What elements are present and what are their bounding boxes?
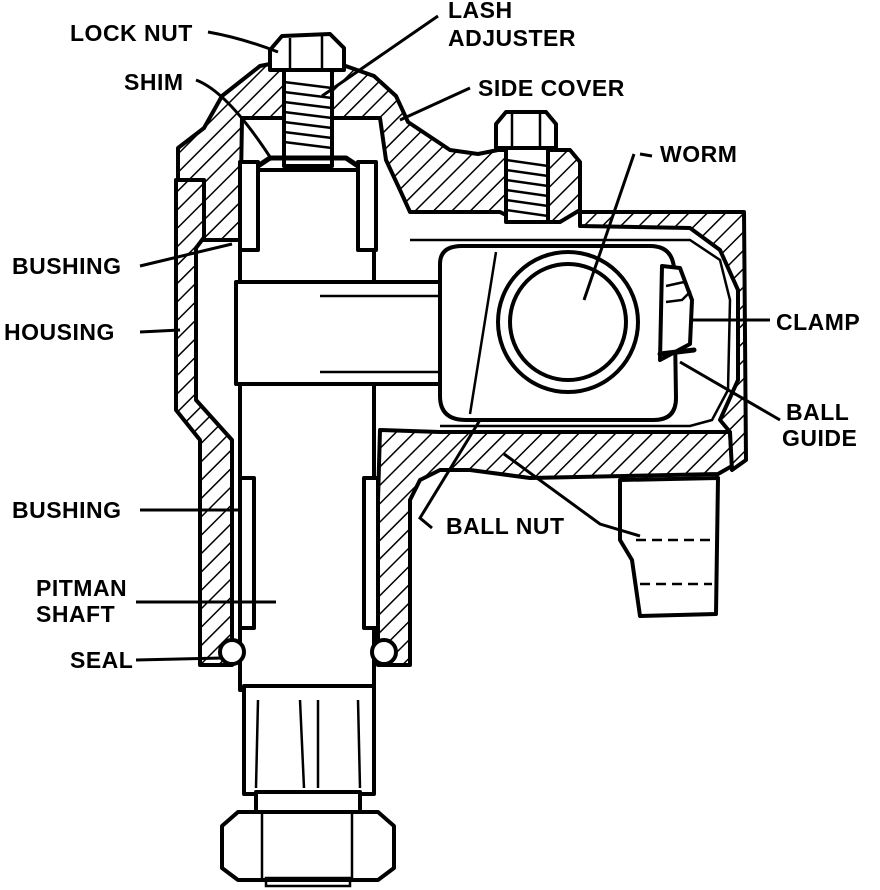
leader-ball-guide: [679, 360, 781, 422]
label-side-cover: SIDE COVER: [478, 75, 625, 101]
label-ball-guide-1: BALL: [786, 399, 849, 425]
leader-seal: [135, 656, 223, 662]
label-bushing-upper: BUSHING: [12, 253, 122, 279]
label-lash-adjuster-2: ADJUSTER: [448, 25, 576, 51]
leader-lines: [135, 14, 781, 662]
housing-left-wall: [174, 178, 234, 667]
label-bushing-lower: BUSHING: [12, 497, 122, 523]
leader-worm-top: [639, 152, 653, 158]
leader-bushing-upper: [139, 242, 233, 268]
side-cover-bolt: [494, 110, 558, 224]
label-clamp: CLAMP: [776, 309, 860, 335]
label-shim: SHIM: [124, 69, 184, 95]
leader-lock-nut: [207, 30, 279, 54]
label-lash-adjuster-1: LASH: [448, 0, 513, 23]
label-lock-nut: LOCK NUT: [70, 20, 193, 46]
label-ball-guide-2: GUIDE: [782, 425, 857, 451]
label-worm: WORM: [660, 141, 737, 167]
ball-guide: [658, 264, 694, 362]
label-ball-nut: BALL NUT: [446, 513, 565, 539]
leader-lash-adjuster: [321, 14, 439, 98]
leader-worm: [582, 153, 636, 301]
worm-shaft: [508, 262, 628, 382]
lock-nut: [268, 32, 346, 72]
ball-nut: [438, 244, 697, 422]
mounting-boss: [618, 476, 720, 618]
label-housing: HOUSING: [4, 319, 115, 345]
housing-right-wall: [578, 210, 748, 472]
leader-ball-nut: [418, 419, 482, 530]
label-pitman-shaft-1: PITMAN: [36, 575, 127, 601]
leader-housing: [139, 328, 181, 334]
leader-ball-nut-right: [503, 452, 641, 538]
sector-arm: [234, 280, 442, 386]
pitman-shaft: [218, 160, 472, 888]
leader-shim: [195, 78, 274, 161]
label-pitman-shaft-2: SHAFT: [36, 601, 115, 627]
leader-side-cover: [399, 86, 471, 122]
labels: LOCK NUT LASH ADJUSTER SHIM SIDE COVER W…: [4, 0, 860, 673]
housing-casting: [174, 58, 748, 667]
label-seal: SEAL: [70, 647, 133, 673]
